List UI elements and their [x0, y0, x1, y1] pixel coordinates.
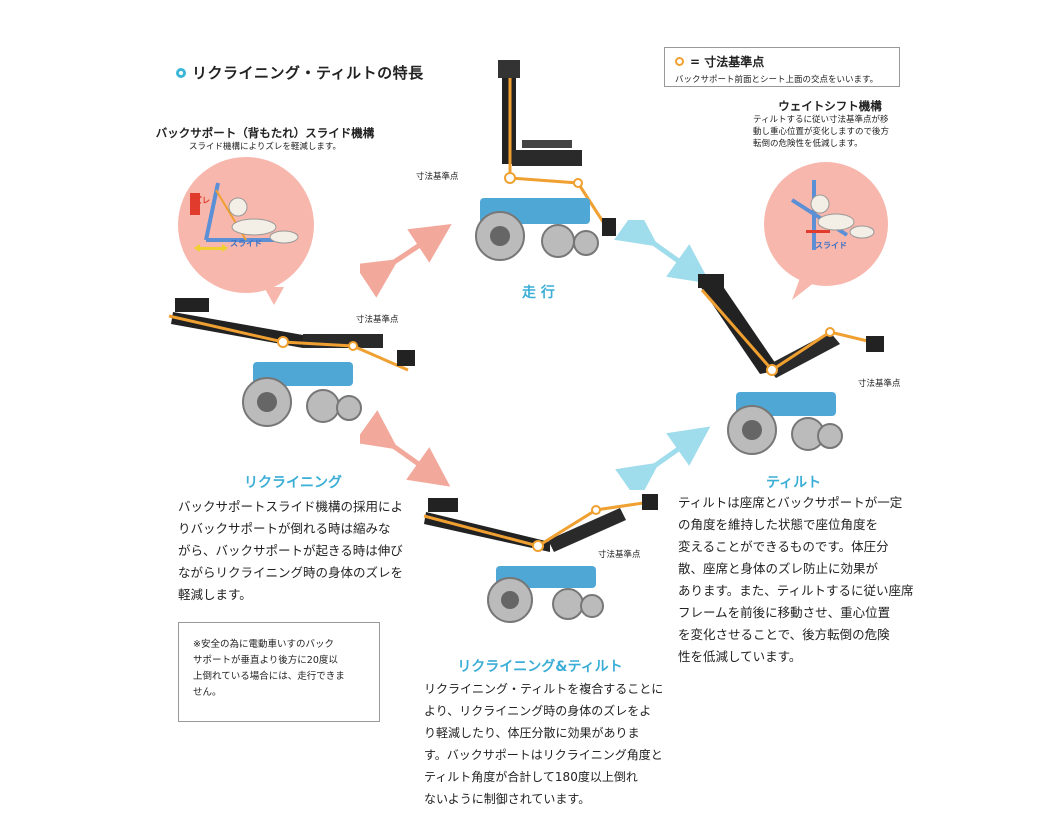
ring-bullet-icon	[176, 67, 186, 78]
tilt-body: ティルトは座席とバックサポートが一定 の角度を維持した状態で座位角度を 変えるこ…	[678, 492, 918, 668]
driving-mode-label: 走 行	[522, 285, 555, 301]
safety-notice-box: ※安全の為に電動車いすのバック サポートが垂直より後方に20度以 上倒れている場…	[178, 622, 380, 722]
reference-point-label-tilt: 寸法基準点	[858, 379, 901, 389]
notice-line: サポートが垂直より後方に20度以	[193, 655, 338, 666]
notice-line: 上倒れている場合には、走行できま	[193, 671, 345, 682]
weight-shift-line: 転倒の危険性を低減します。	[753, 139, 863, 149]
weight-shift-line: ティルトするに従い寸法基準点が移	[753, 115, 889, 125]
legend-row: = 寸法基準点	[675, 53, 889, 70]
reference-point-icon	[675, 57, 684, 66]
reclining-tilt-line: ティルト角度が合計して180度以上倒れ	[424, 770, 638, 784]
reclining-tilt-heading: リクライニング&ティルト	[457, 659, 623, 675]
reclining-tilt-line: より、リクライニング時の身体のズレをよ	[424, 704, 652, 718]
page-title: リクライニング・ティルトの特長	[176, 62, 424, 83]
legend-symbol-label: = 寸法基準点	[690, 55, 765, 69]
weight-shift-description: ティルトするに従い寸法基準点が移 動し重心位置が変化しますので後方 転倒の危険性…	[753, 114, 913, 150]
reference-point-label-driving: 寸法基準点	[416, 172, 459, 182]
tilt-line: 散、座席と身体のズレ防止に効果が	[678, 561, 879, 576]
wheelchair-tilt-image	[698, 274, 884, 455]
reclining-body: バックサポートスライド機構の採用によ りバックサポートが倒れる時は縮みな がら、…	[178, 496, 418, 606]
reclining-tilt-line: リクライニング・ティルトを複合することに	[424, 682, 664, 696]
tilt-line: の角度を維持した状態で座位角度を	[678, 517, 879, 532]
tilt-mode-label: ティルト	[766, 475, 822, 491]
wheelchair-reclining-image	[168, 298, 415, 427]
page-title-text: リクライニング・ティルトの特長	[192, 64, 424, 82]
tilt-line: あります。また、ティルトするに従い座席	[678, 583, 914, 598]
mode-cycle-arrows	[360, 220, 711, 490]
wheelchair-driving-image	[475, 60, 616, 261]
tilt-line: 変えることができるものです。体圧分	[678, 539, 889, 554]
reference-point-label-reclining: 寸法基準点	[356, 315, 399, 325]
tilt-line: 性を低減しています。	[678, 649, 802, 664]
legend-description: バックサポート前面とシート上面の交点をいいます。	[675, 75, 879, 85]
reclining-line: りバックサポートが倒れる時は縮みな	[178, 521, 391, 536]
back-support-bubble	[178, 157, 314, 305]
reclining-tilt-body: リクライニング・ティルトを複合することに より、リクライニング時の身体のズレをよ…	[424, 678, 674, 810]
notice-line: ※安全の為に電動車いすのバック	[193, 639, 334, 650]
tilt-line: フレームを前後に移動させ、重心位置	[678, 605, 891, 620]
slide-label-right: スライド	[815, 241, 847, 250]
weight-shift-line: 動し重心位置が変化しますので後方	[753, 127, 890, 137]
zure-label: ズレ	[194, 196, 210, 205]
notice-line: せん。	[193, 687, 222, 698]
tilt-line: を変化させることで、後方転倒の危険	[678, 627, 890, 642]
reclining-line: ながらリクライニング時の身体のズレを	[178, 565, 404, 580]
reclining-line: バックサポートスライド機構の採用によ	[178, 499, 404, 514]
slide-label-left: スライド	[230, 239, 262, 248]
reclining-tilt-line: す。バックサポートはリクライニング角度と	[424, 748, 663, 762]
reclining-line: 軽減します。	[178, 587, 252, 602]
reference-point-label-reclining-tilt: 寸法基準点	[598, 550, 641, 560]
weight-shift-bubble	[764, 162, 888, 300]
reclining-line: がら、バックサポートが起きる時は伸び	[178, 543, 403, 558]
weight-shift-title: ウェイトシフト機構	[778, 99, 882, 113]
reclining-tilt-line: り軽減したり、体圧分散に効果がありま	[424, 726, 640, 740]
reclining-heading: リクライニング	[244, 475, 342, 491]
wheelchair-reclining-tilt-image	[423, 494, 658, 623]
back-support-subtitle: スライド機構によりズレを軽減します。	[189, 142, 341, 152]
reclining-tilt-line: ないように制御されています。	[424, 792, 591, 806]
tilt-line: ティルトは座席とバックサポートが一定	[678, 495, 903, 510]
legend-box: = 寸法基準点 バックサポート前面とシート上面の交点をいいます。	[664, 47, 900, 87]
back-support-title: バックサポート（背もたれ）スライド機構	[155, 126, 375, 140]
